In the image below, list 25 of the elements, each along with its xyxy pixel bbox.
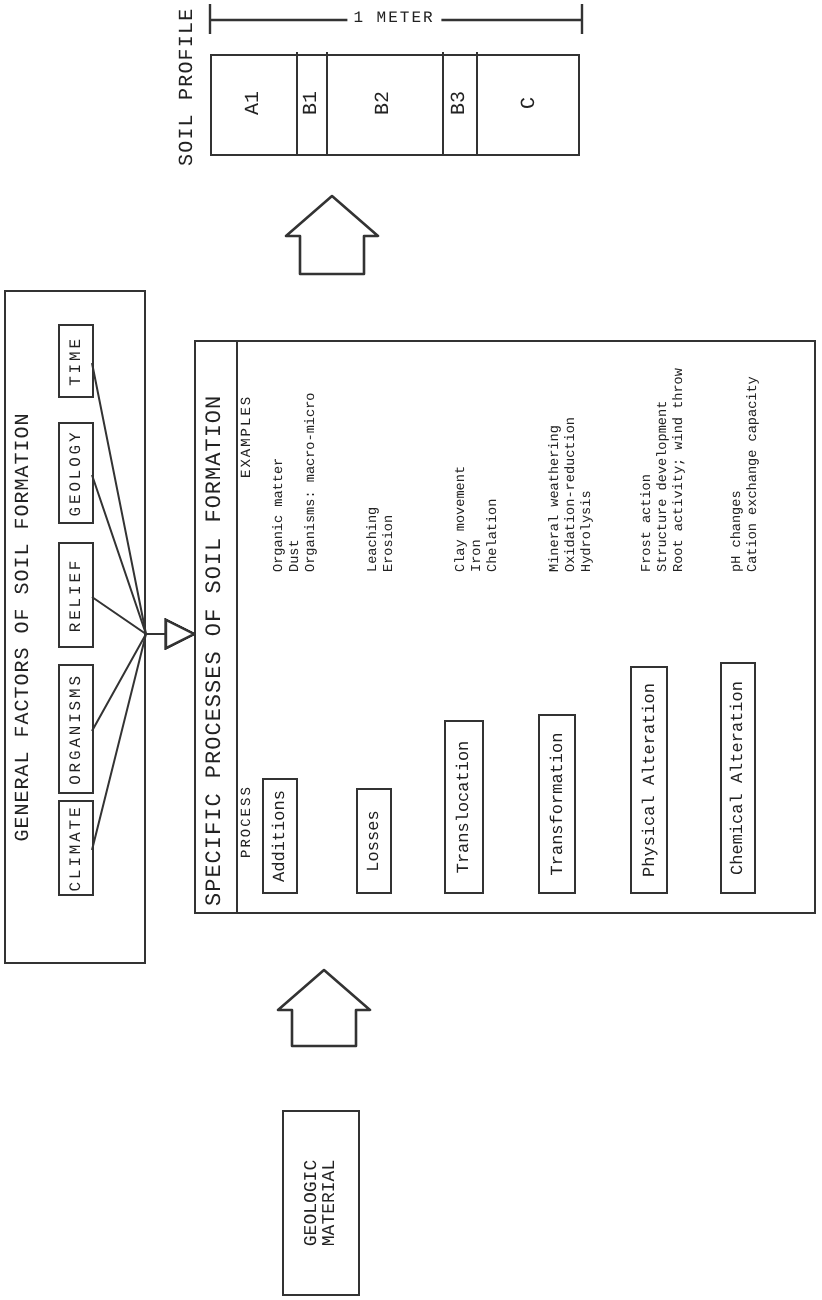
process-box: Losses (356, 788, 392, 894)
profile-title: SOIL PROFILE (178, 7, 200, 166)
process-box: Physical Alteration (630, 666, 668, 894)
material-box: GEOLOGIC MATERIAL (282, 1110, 360, 1296)
process-box: Additions (262, 778, 298, 894)
factors-panel (4, 290, 146, 964)
factor-box: ORGANISMS (58, 664, 94, 794)
block-arrow (284, 194, 380, 276)
factor-box: CLIMATE (58, 800, 94, 896)
factor-box: RELIEF (58, 542, 94, 648)
horizon-layer: C (476, 52, 582, 154)
block-arrow (276, 968, 372, 1048)
panel-title: GENERAL FACTORS OF SOIL FORMATION (14, 410, 36, 846)
horizon-layer: B3 (442, 52, 476, 154)
factor-box: TIME (58, 324, 94, 398)
horizon-layer: A1 (212, 52, 296, 154)
process-box: Chemical Alteration (720, 662, 756, 894)
horizon-layer: B2 (326, 52, 442, 154)
processes-panel (194, 340, 816, 914)
panel-header: SPECIFIC PROCESSES OF SOIL FORMATION (196, 342, 238, 912)
process-box: Transformation (538, 714, 576, 894)
horizon-layer: B1 (296, 52, 326, 154)
process-box: Translocation (444, 720, 484, 894)
connector-line (91, 362, 196, 650)
factor-box: GEOLOGY (58, 422, 94, 524)
